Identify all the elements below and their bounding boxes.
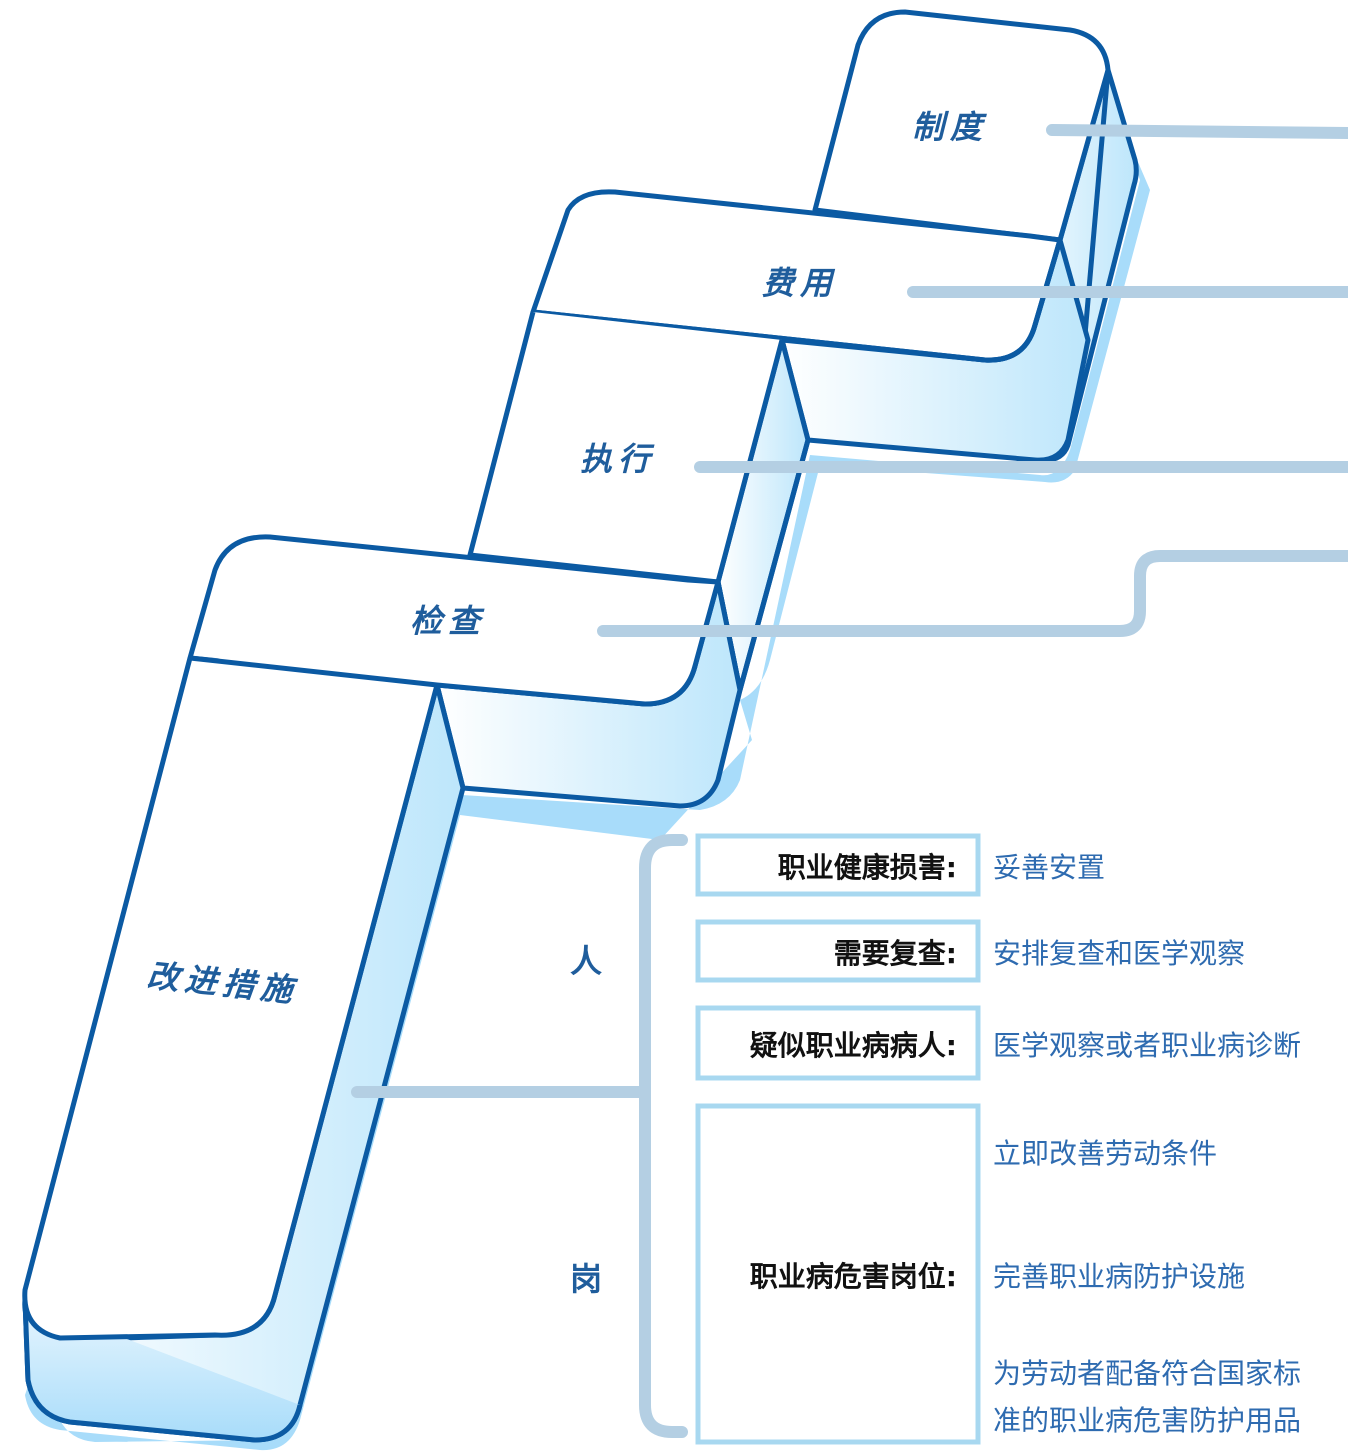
- row-box-4: [695, 1103, 981, 1445]
- connectors: [351, 124, 1348, 1438]
- row-box-3: [695, 1005, 981, 1081]
- label-zhixing: 执行: [580, 440, 656, 478]
- row-label-4: 职业病危害岗位:: [750, 1260, 957, 1293]
- row-box-2: [695, 919, 981, 983]
- bracket: [639, 834, 688, 1438]
- action-4a: 立即改善劳动条件: [993, 1137, 1217, 1170]
- block-feiyong-zhixing: [467, 189, 1091, 693]
- connector-zhidu: [1046, 124, 1348, 139]
- row-boxes: [695, 833, 981, 1445]
- label-zhidu: 制度: [912, 108, 988, 146]
- group-person: 人: [570, 942, 602, 980]
- row-label-3: 疑似职业病病人:: [750, 1029, 957, 1062]
- label-jiancha: 检查: [410, 602, 486, 640]
- action-3: 医学观察或者职业病诊断: [993, 1029, 1301, 1062]
- label-feiyong: 费用: [762, 264, 838, 302]
- action-4b: 完善职业病防护设施: [993, 1260, 1245, 1293]
- row-label-2: 需要复查:: [834, 937, 957, 970]
- connector-jiancha: [597, 550, 1348, 637]
- action-1: 妥善安置: [993, 851, 1105, 884]
- row-label-1: 职业健康损害:: [778, 851, 957, 884]
- action-2: 安排复查和医学观察: [993, 937, 1245, 970]
- block-jiancha-gaijin: [22, 534, 743, 1443]
- row-box-1: [695, 833, 981, 897]
- action-4d: 准的职业病危害防护用品: [993, 1404, 1301, 1437]
- group-post: 岗: [570, 1260, 602, 1298]
- action-4c: 为劳动者配备符合国家标: [993, 1357, 1301, 1390]
